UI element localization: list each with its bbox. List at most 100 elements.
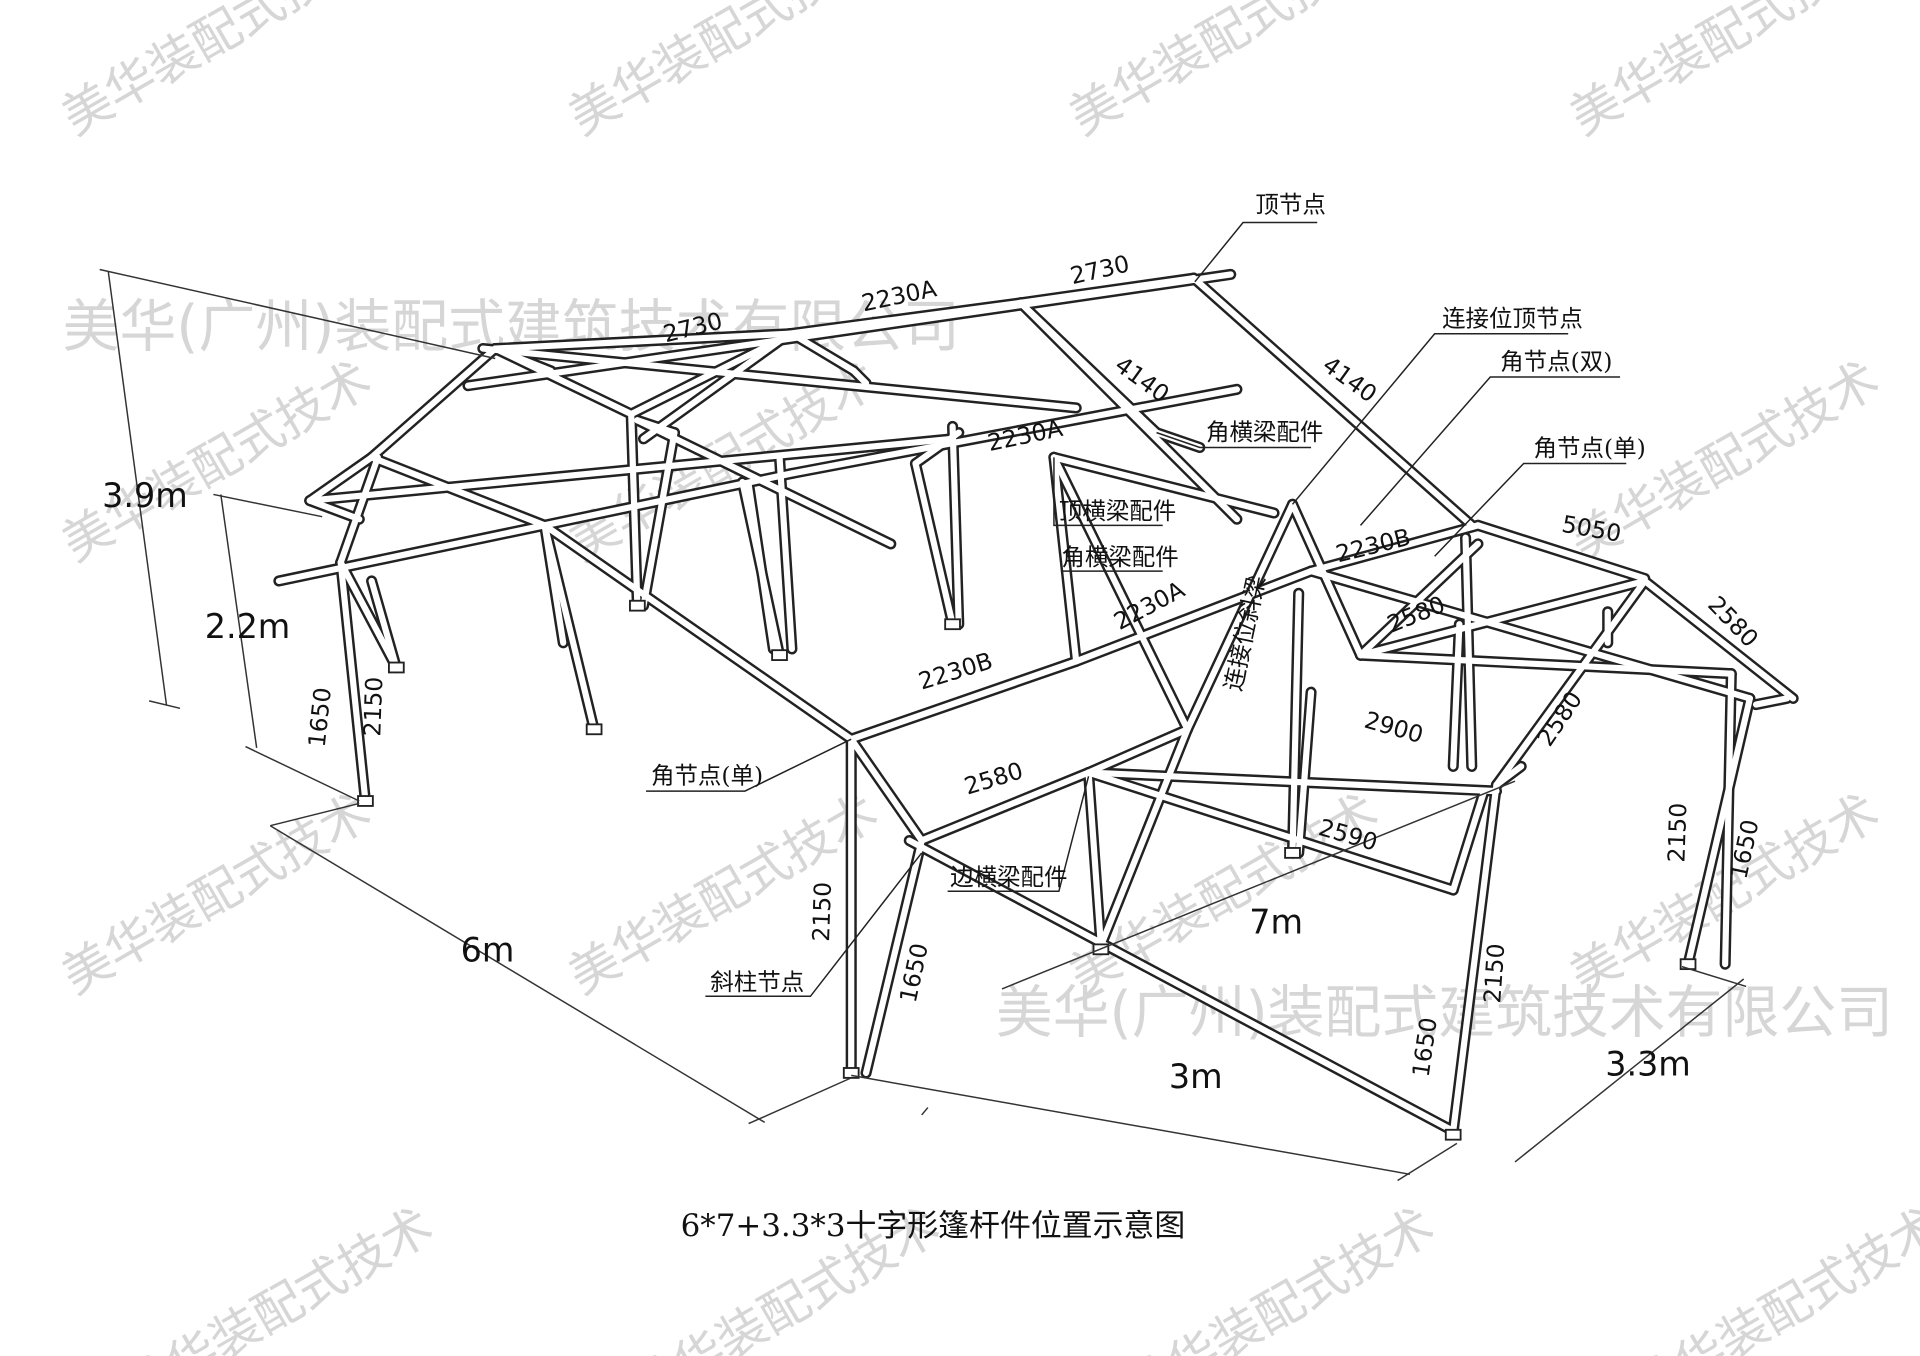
- base-plate: [1444, 1128, 1462, 1141]
- frame-tube: [912, 460, 956, 628]
- base-plate: [387, 661, 405, 674]
- base-plate: [944, 618, 961, 631]
- dim-ext-2-2m-top: [213, 493, 323, 518]
- frame-tube: [1050, 454, 1080, 665]
- frame-tube: [906, 837, 1457, 1135]
- frame-tube: [1085, 769, 1105, 949]
- frame-tube: [306, 497, 363, 523]
- frame-tube: [628, 411, 641, 609]
- dimension-lines: [99, 268, 1747, 1182]
- leader-top-node: [1194, 221, 1318, 283]
- watermark-tag-12: 美华装配式技术: [114, 1196, 443, 1356]
- member-label-2150-left: 2150: [358, 676, 388, 737]
- member-label-2150-front: 2150: [807, 881, 837, 942]
- member-label-2900: 2900: [1361, 706, 1426, 749]
- frame-tube: [337, 559, 400, 671]
- member-label-2230b-right: 2230B: [1333, 523, 1413, 569]
- leader-conn-top-node: [1291, 333, 1569, 505]
- frame-tube: [337, 454, 381, 566]
- frame-tube: [368, 577, 400, 671]
- dim-ext-3-9m-top: [99, 268, 496, 360]
- callout-corner-node-single-right: 角节点(单): [1534, 434, 1646, 462]
- frame-tube: [1073, 567, 1315, 665]
- frame-tube: [949, 423, 962, 628]
- dim-line-7m: [1001, 780, 1516, 990]
- dim-label-3-9m: 3.9m: [102, 476, 188, 515]
- callout-edge-beam-fitting: 边横梁配件: [950, 863, 1067, 891]
- frame-tube: [1184, 501, 1296, 733]
- frame-tube: [1450, 621, 1463, 770]
- callout-top-beam-fitting: 顶横梁配件: [1059, 497, 1176, 525]
- frame-tube: [1357, 577, 1648, 659]
- frame-tube: [788, 386, 1240, 477]
- frame-tube: [1085, 726, 1191, 776]
- frame-tube: [1450, 781, 1500, 1135]
- frame-tube: [634, 417, 894, 547]
- frame-tube: [368, 454, 548, 529]
- frame-tube: [1357, 652, 1735, 677]
- frame-tube: [1493, 763, 1525, 789]
- frame-tube: [1641, 577, 1797, 702]
- callout-slant-column-node: 斜柱节点: [710, 968, 804, 996]
- watermark-tag-8: 美华装配式技术: [52, 782, 381, 1005]
- callout-leaders: [646, 221, 1627, 998]
- frame-tube: [1295, 689, 1315, 856]
- frame-tube: [1450, 788, 1488, 894]
- leader-corner-node-single-left: [646, 738, 852, 792]
- frame-tube: [1722, 670, 1735, 968]
- member-label-2580-gable: 2580: [1702, 590, 1764, 652]
- frame-tube: [745, 481, 777, 653]
- frame-tube: [275, 470, 795, 585]
- dim-ext-6m-b: [748, 1077, 852, 1125]
- member-label-2230a-mid: 2230A: [985, 414, 1065, 457]
- frame-tube: [1307, 567, 1753, 702]
- dimension-labels: 3.9m 2.2m 6m 7m 3m 3.3m: [102, 476, 1691, 1096]
- leader-edge-beam-fitting: [947, 776, 1090, 892]
- frame-tube: [1017, 299, 1160, 436]
- frame-tube: [1050, 454, 1278, 517]
- dim-label-3m: 3m: [1169, 1057, 1223, 1096]
- frame-tube: [368, 345, 499, 461]
- callout-corner-node-single-left: 角节点(单): [651, 762, 763, 790]
- frame-tube: [1462, 534, 1475, 770]
- member-label-2150-right: 2150: [1662, 802, 1692, 863]
- base-plate: [771, 649, 788, 662]
- dim-label-6m: 6m: [461, 931, 515, 970]
- frame-tube: [918, 769, 1092, 844]
- watermark-tag-4: 美华装配式技术: [1560, 0, 1889, 146]
- frame-tube: [1017, 275, 1197, 306]
- frame-tube: [1307, 522, 1482, 575]
- dim-label-7m: 7m: [1249, 902, 1303, 941]
- callout-top-node: 顶节点: [1255, 191, 1325, 219]
- leader-corner-node-single-right: [1434, 462, 1627, 557]
- leader-corner-beam-fitting-upper: [1156, 431, 1312, 449]
- frame-tube: [306, 454, 375, 504]
- watermark-tag-1: 美华装配式技术: [52, 0, 381, 146]
- frame-tube: [492, 330, 793, 352]
- frame-tube: [788, 330, 857, 374]
- callout-corner-node-double: 角节点(双): [1500, 348, 1612, 376]
- dim-line-3m: [851, 1074, 1411, 1176]
- dim-ext-6m-a: [270, 802, 360, 827]
- dim-ext-3-9m-bottom: [148, 700, 181, 710]
- watermark-company-2: 美华(广州)装配式建筑技术有限公司: [996, 980, 1893, 1046]
- base-plate: [585, 723, 603, 736]
- dim-ext-2-2m-bottom: [245, 745, 360, 802]
- dim-ext-3-3m: [1681, 965, 1747, 988]
- frame-tube: [337, 559, 369, 805]
- base-plate: [1284, 847, 1301, 859]
- leader-slant-column-node: [705, 852, 923, 998]
- leader-top-beam-fitting: [1053, 457, 1163, 527]
- member-label-2580-front: 2580: [961, 756, 1026, 800]
- watermark-layer: 美华(广州)装配式建筑技术有限公司 美华(广州)装配式建筑技术有限公司 美华装配…: [52, 0, 1920, 1356]
- frame-tube: [1289, 501, 1364, 659]
- frame-tube: [1289, 590, 1302, 856]
- dim-label-2-2m: 2.2m: [205, 607, 291, 646]
- watermark-tag-3: 美华装配式技术: [1059, 0, 1388, 146]
- frame-tube: [786, 299, 1024, 337]
- diagram-title: 6*7+3.3*3十字形篷杆件位置示意图: [681, 1208, 1186, 1244]
- leader-corner-node-double: [1359, 376, 1621, 526]
- dim-ext-3m-b: [1397, 1142, 1458, 1182]
- base-plate: [357, 795, 374, 807]
